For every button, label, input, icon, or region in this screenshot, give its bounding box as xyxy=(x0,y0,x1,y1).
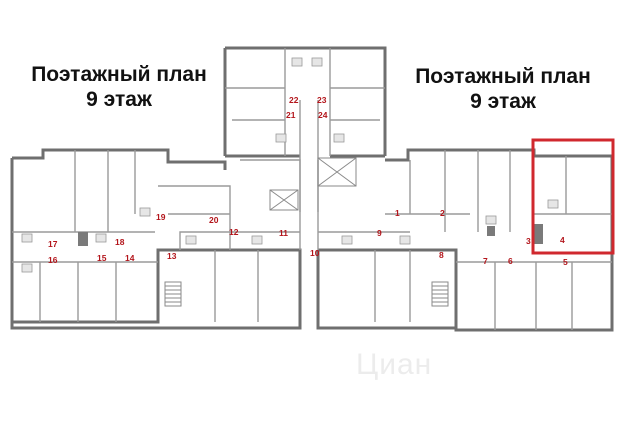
floor-plan-title-right: Поэтажный план 9 этаж xyxy=(398,64,608,114)
apartment-number-21: 21 xyxy=(286,110,296,120)
apartment-number-20: 20 xyxy=(209,215,219,225)
apartment-number-8: 8 xyxy=(439,250,444,260)
apartment-number-23: 23 xyxy=(317,95,327,105)
apartment-number-12: 12 xyxy=(229,227,239,237)
title-right-line1: Поэтажный план xyxy=(415,65,591,88)
apartment-number-7: 7 xyxy=(483,256,488,266)
apartment-number-10: 10 xyxy=(310,248,320,258)
highlighted-apartment-frame xyxy=(531,138,615,255)
dark-shafts xyxy=(78,224,543,246)
apartment-number-22: 22 xyxy=(289,95,299,105)
apartment-number-11: 11 xyxy=(279,228,288,238)
apartment-number-17: 17 xyxy=(48,239,58,249)
apartment-number-13: 13 xyxy=(167,251,177,261)
apartment-number-24: 24 xyxy=(318,110,328,120)
apartment-number-4: 4 xyxy=(560,235,565,245)
apartment-number-15: 15 xyxy=(97,253,107,263)
title-right-line2: 9 этаж xyxy=(470,90,536,113)
stair-and-lift-blocks xyxy=(164,157,449,307)
title-left-line1: Поэтажный план xyxy=(31,63,207,86)
floor-plan-title-left: Поэтажный план 9 этаж xyxy=(14,62,224,112)
outer-walls xyxy=(10,46,614,332)
watermark: Циан xyxy=(356,348,433,381)
apartment-number-18: 18 xyxy=(115,237,125,247)
apartment-number-16: 16 xyxy=(48,255,58,265)
apartment-number-2: 2 xyxy=(440,208,445,218)
title-left-line2: 9 этаж xyxy=(86,88,152,111)
apartment-number-6: 6 xyxy=(508,256,513,266)
bathroom-fixtures xyxy=(21,57,559,273)
apartment-number-9: 9 xyxy=(377,228,382,238)
apartment-number-19: 19 xyxy=(156,212,166,222)
apartment-number-5: 5 xyxy=(563,257,568,267)
apartment-number-14: 14 xyxy=(125,253,135,263)
apartment-number-1: 1 xyxy=(395,208,400,218)
apartment-number-3: 3 xyxy=(526,236,531,246)
